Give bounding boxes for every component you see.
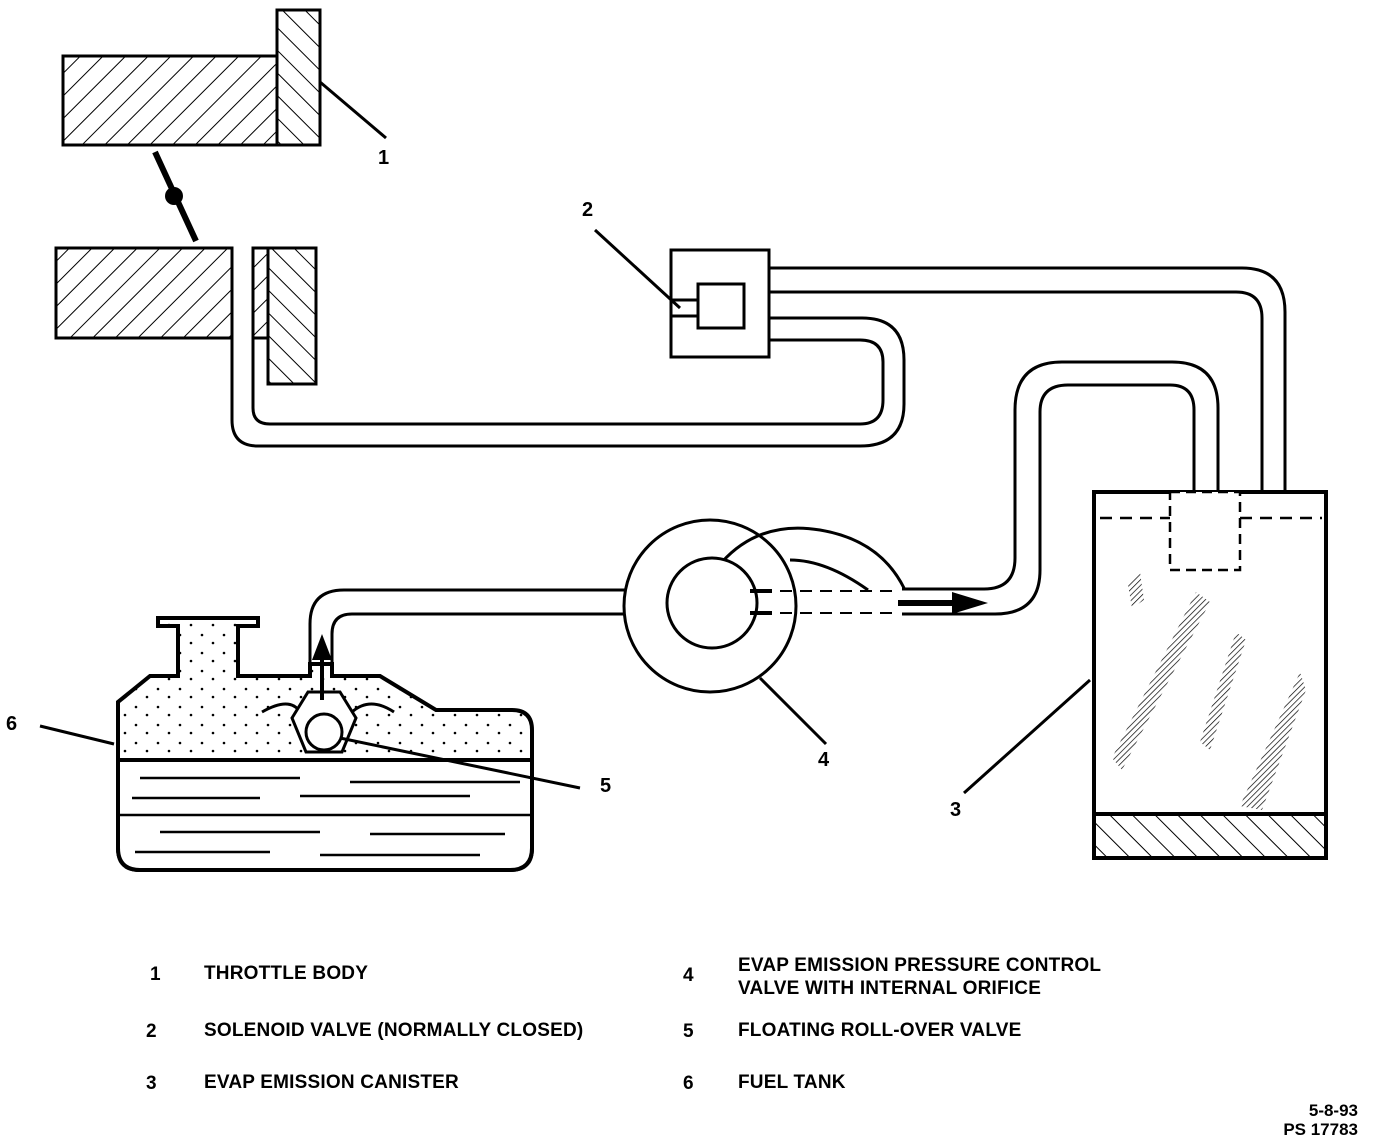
legend-num-4: 4 — [683, 965, 694, 986]
leader-lines — [39, 80, 1092, 795]
callout-3: 3 — [950, 799, 961, 821]
legend-num-1: 1 — [150, 964, 161, 985]
fuel-level-lines — [132, 776, 520, 857]
throttle-lower-block — [54, 246, 234, 340]
rollover-valve — [261, 690, 395, 754]
legend-text-4: EVAP EMISSION PRESSURE CONTROL VALVE WIT… — [738, 955, 1101, 999]
figure-code: PS 17783 — [1283, 1120, 1358, 1139]
throttle-lower-flange — [266, 246, 318, 386]
figure-reference: 5-8-93 PS 17783 — [1283, 1101, 1358, 1139]
legend-num-2: 2 — [146, 1021, 157, 1042]
legend-text-3: EVAP EMISSION CANISTER — [204, 1072, 459, 1093]
solenoid-valve — [669, 248, 771, 359]
pressure-control-valve — [622, 518, 906, 694]
callout-4: 4 — [818, 749, 830, 771]
vapor-hose-tank-to-valve — [308, 588, 628, 665]
legend-num-3: 3 — [146, 1073, 157, 1094]
flow-arrow-icon — [898, 592, 988, 614]
figure-date: 5-8-93 — [1308, 1101, 1358, 1120]
callout-1: 1 — [378, 147, 389, 169]
purge-hose-solenoid-to-canister — [768, 266, 1287, 492]
legend-text-1: THROTTLE BODY — [204, 963, 369, 984]
throttle-upper-flange — [275, 8, 322, 147]
callout-5: 5 — [600, 775, 611, 797]
throttle-body — [54, 8, 322, 386]
rollover-arrow-icon — [312, 634, 332, 700]
throttle-upper-block — [61, 54, 279, 147]
legend-num-5: 5 — [683, 1021, 694, 1042]
purge-hose-throttle-to-solenoid — [230, 316, 906, 448]
throttle-port-strip — [251, 246, 270, 340]
callout-6: 6 — [6, 713, 17, 735]
vapor-hose-valve-to-canister — [902, 360, 1220, 616]
legend-text-5: FLOATING ROLL-OVER VALVE — [738, 1020, 1022, 1041]
evap-canister — [1092, 490, 1328, 860]
legend-num-6: 6 — [683, 1073, 694, 1094]
throttle-plate — [152, 150, 199, 243]
legend-text-6: FUEL TANK — [738, 1072, 846, 1093]
callout-2: 2 — [582, 199, 593, 221]
legend-text-2: SOLENOID VALVE (NORMALLY CLOSED) — [204, 1020, 584, 1041]
